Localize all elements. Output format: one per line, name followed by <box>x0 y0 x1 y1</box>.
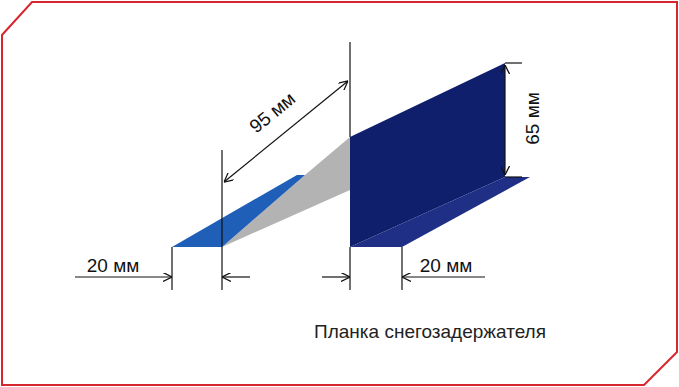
caption: Планка снегозадержателя <box>314 322 546 341</box>
dimension-label: 20 мм <box>420 256 473 275</box>
right-flange <box>350 177 530 247</box>
hidden-face <box>222 137 350 247</box>
dimension-label: 65 мм <box>522 92 541 145</box>
dimension-label: 20 мм <box>87 256 140 275</box>
left-flange <box>172 175 305 247</box>
dimension-lines <box>75 42 522 290</box>
